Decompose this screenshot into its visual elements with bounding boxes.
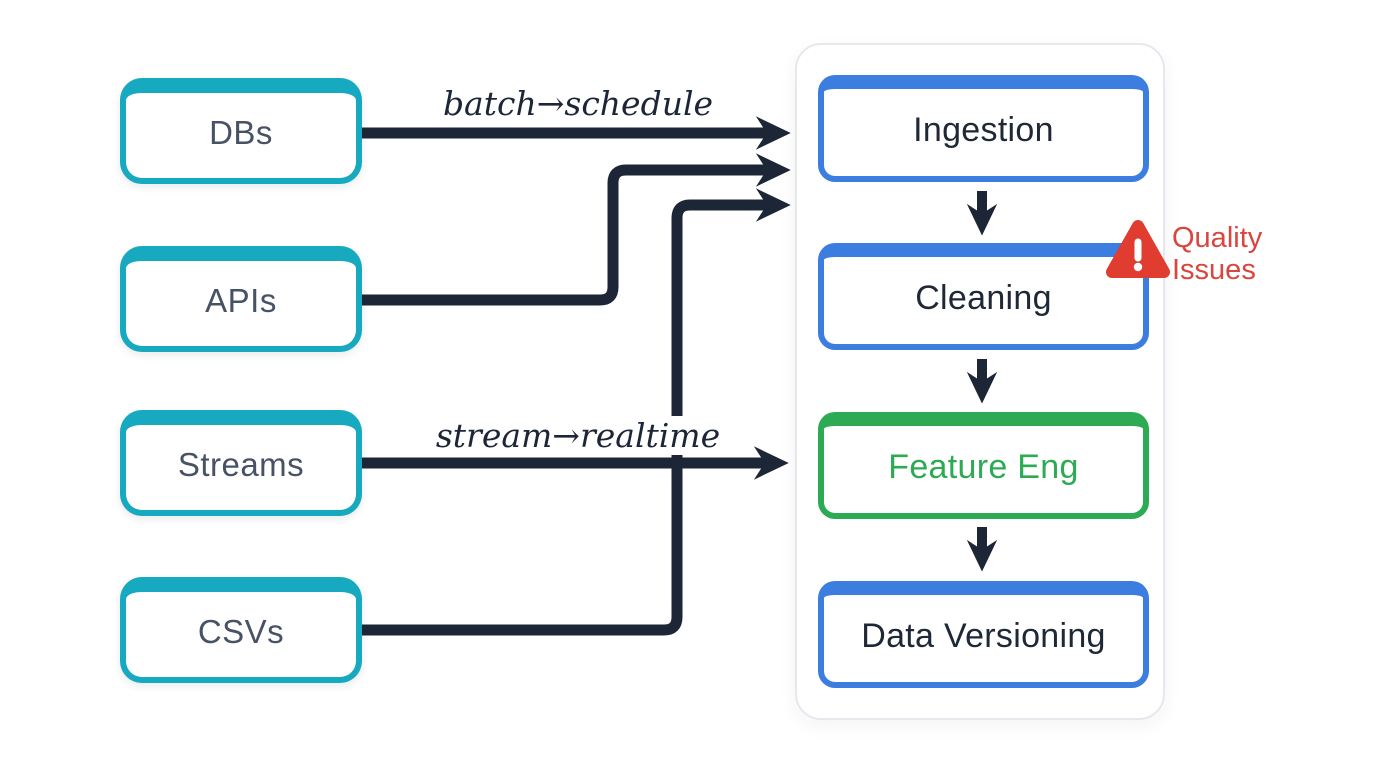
stage-box-data-versioning: Data Versioning [818, 581, 1149, 688]
stage-label-cleaning: Cleaning [915, 278, 1052, 317]
edge-label-batch-schedule: batch→schedule [418, 84, 738, 123]
source-box-apis: APIs [120, 246, 362, 352]
stage-label-ingestion: Ingestion [913, 110, 1054, 149]
stage-label-feature-eng: Feature Eng [888, 447, 1079, 486]
source-label-dbs: DBs [209, 113, 273, 151]
edge-label-stream-realtime: stream→realtime [418, 416, 738, 455]
warning-label-line2: Issues [1172, 254, 1256, 286]
source-box-dbs: DBs [120, 78, 362, 184]
warning-label-line1: Quality [1172, 222, 1263, 254]
source-label-csvs: CSVs [197, 612, 285, 650]
stage-box-cleaning: Cleaning [818, 243, 1149, 350]
stage-label-data-versioning: Data Versioning [861, 616, 1106, 655]
source-box-streams: Streams [120, 410, 362, 516]
pipeline-panel: Ingestion Cleaning Feature Eng Data Vers… [795, 43, 1165, 720]
warning-label: Quality Issues [1172, 222, 1262, 286]
stage-box-feature-eng: Feature Eng [818, 412, 1149, 519]
edge-apis-to-ingestion [362, 153, 791, 306]
source-label-apis: APIs [205, 281, 277, 319]
source-box-csvs: CSVs [120, 577, 362, 683]
warning-triangle-icon [1106, 220, 1170, 278]
source-label-streams: Streams [177, 445, 305, 483]
stage-box-ingestion: Ingestion [818, 75, 1149, 182]
